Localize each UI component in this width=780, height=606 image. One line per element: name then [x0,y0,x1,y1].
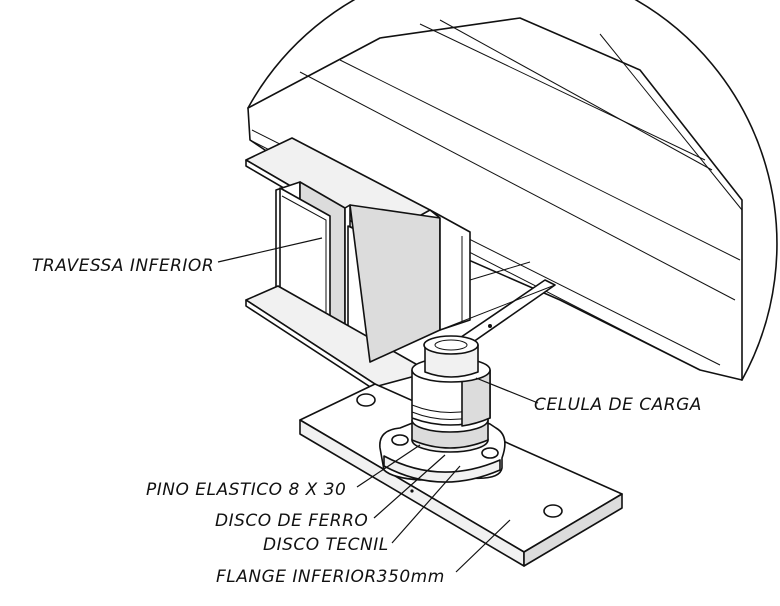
leader-pino [356,444,421,488]
bolt-hole [356,393,376,407]
leader-flange [455,519,511,573]
bolt-hole [543,504,563,518]
label-disco-tecnil: DISCO TECNIL [263,535,389,555]
celula-de-carga [411,324,492,427]
leader-celula [475,377,539,404]
label-pino-elastico: PINO ELASTICO 8 X 30 [146,480,346,500]
detail-view-circle [247,0,778,381]
upper-beam [247,17,743,381]
label-travessa-inferior: TRAVESSA INFERIOR [32,256,214,276]
label-celula-de-carga: CELULA DE CARGA [534,395,702,415]
leader-travessa [217,237,323,263]
label-disco-de-ferro: DISCO DE FERRO [215,511,368,531]
leader-disco-ferro [373,454,446,519]
leader-disco-tecnil [391,465,461,544]
label-flange-inferior: FLANGE INFERIOR350mm [216,567,445,587]
lower-support-base [379,407,506,483]
travessa-inferior-ibeam [245,137,556,393]
